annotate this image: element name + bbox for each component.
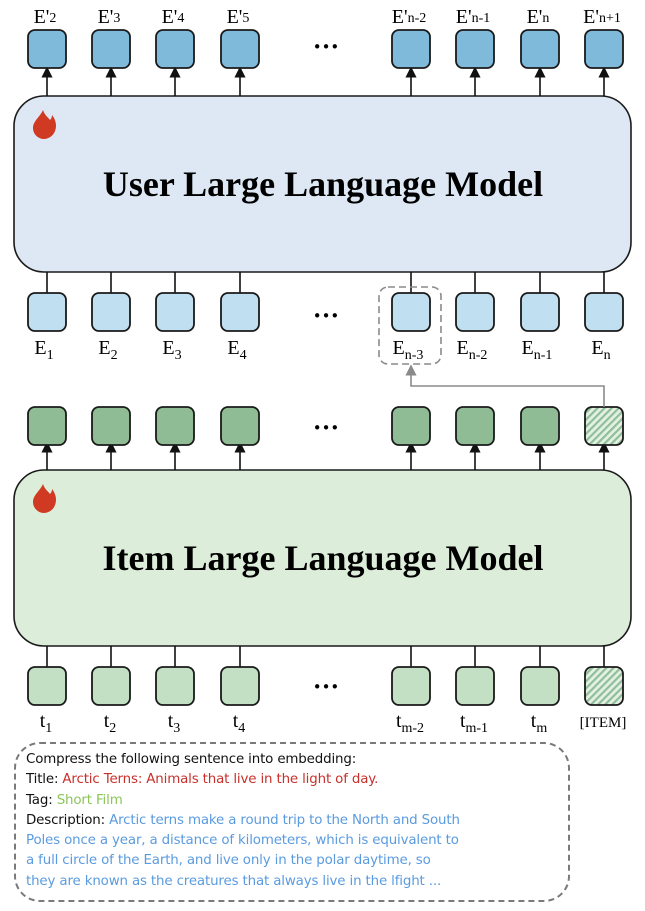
highlight-dashed-box: [378, 286, 442, 365]
item-input-token-box: [520, 666, 560, 706]
ellipsis-item-outputs: •••: [313, 419, 340, 437]
user-output-embedding-box: [584, 29, 624, 69]
item-output-hidden-box: [155, 406, 195, 446]
user-output-label: E'n-2: [392, 6, 427, 28]
description-line: a full circle of the Earth, and live onl…: [26, 853, 431, 869]
item-input-label: t4: [233, 710, 246, 736]
item-llm-title: Item Large Language Model: [103, 538, 544, 578]
user-output-embedding-box: [155, 29, 195, 69]
prompt-description-line: Description: Arctic terns make a round t…: [26, 811, 568, 831]
user-input-embedding-box: [584, 292, 624, 332]
user-output-label: E'n: [527, 6, 550, 28]
description-label: Description:: [26, 812, 110, 828]
item-input-label: t2: [104, 710, 117, 736]
user-input-label: En-3: [393, 337, 424, 363]
user-output-embedding-box: [27, 29, 67, 69]
user-output-label: E'5: [227, 6, 250, 28]
user-input-label: En-1: [522, 337, 553, 363]
user-input-label: En-2: [457, 337, 488, 363]
item-input-label: tm-2: [396, 710, 424, 736]
item-input-label: t3: [168, 710, 181, 736]
token-layer: E'2 E'3 E'4 E'5 E'n-2 E'n-1 E'n E'n+1E1 E2 E3 E4 En…: [27, 6, 627, 736]
flame-icon: [33, 484, 56, 513]
ellipsis-item-inputs: •••: [313, 678, 340, 696]
description-line: Arctic terns make a round trip to the No…: [109, 812, 460, 828]
item-special-token-box: [584, 666, 624, 706]
user-input-embedding-box: [155, 292, 195, 332]
user-output-embedding-box: [91, 29, 131, 69]
item-prompt-box: Compress the following sentence into emb…: [14, 742, 570, 902]
item-llm-block: Item Large Language Model: [13, 469, 632, 647]
item-output-hidden-box: [91, 406, 131, 446]
item-output-hidden-box: [27, 406, 67, 446]
item-llm-box: [13, 469, 632, 647]
user-input-embedding-box: [27, 292, 67, 332]
user-output-label: E'2: [34, 6, 57, 28]
user-input-label: En: [591, 337, 610, 363]
item-input-token-box: [455, 666, 495, 706]
user-input-embedding-box: [520, 292, 560, 332]
item-input-token-box: [155, 666, 195, 706]
flame-icon: [33, 110, 56, 139]
item-output-hidden-box: [220, 406, 260, 446]
user-output-label: E'n+1: [583, 6, 621, 28]
user-llm-block: User Large Language Model: [13, 95, 632, 273]
user-input-embedding-box: [391, 292, 431, 332]
user-output-embedding-box: [391, 29, 431, 69]
description-line: Poles once a year, a distance of kilomet…: [26, 833, 459, 849]
tag-label: Tag:: [26, 792, 57, 808]
user-llm-title: User Large Language Model: [103, 164, 543, 204]
prompt-tag-line: Tag: Short Film: [26, 791, 568, 811]
user-output-label: E'n-1: [456, 6, 491, 28]
user-output-label: E'3: [98, 6, 121, 28]
prompt-title-line: Title: Arctic Terns: Animals that live i…: [26, 770, 568, 790]
item-output-hidden-box: [455, 406, 495, 446]
title-label: Title:: [26, 772, 63, 788]
user-output-embedding-box: [220, 29, 260, 69]
description-line: they are known as the creatures that alw…: [26, 873, 442, 889]
user-input-embedding-box: [220, 292, 260, 332]
title-value: Arctic Terns: Animals that live in the l…: [62, 772, 379, 788]
user-output-embedding-box: [455, 29, 495, 69]
user-input-label: E4: [227, 337, 246, 363]
item-input-label: tm: [531, 710, 548, 736]
item-input-token-box: [220, 666, 260, 706]
item-embedding-connector-arrow: [405, 364, 605, 407]
user-llm-box: [13, 95, 632, 273]
user-input-embedding-box: [455, 292, 495, 332]
user-input-label: E1: [34, 337, 53, 363]
item-input-label: tm-1: [460, 710, 488, 736]
item-output-hidden-box: [391, 406, 431, 446]
item-special-token-label: [ITEM]: [580, 715, 627, 731]
user-input-label: E3: [162, 337, 181, 363]
user-output-label: E'4: [162, 6, 185, 28]
tag-value: Short Film: [56, 792, 123, 808]
item-input-token-box: [391, 666, 431, 706]
item-token-output-box: [584, 406, 624, 446]
user-output-embedding-box: [520, 29, 560, 69]
item-input-token-box: [27, 666, 67, 706]
user-input-label: E2: [98, 337, 117, 363]
ellipsis-user-outputs: •••: [313, 38, 340, 56]
item-input-label: t1: [40, 710, 53, 736]
user-input-embedding-box: [91, 292, 131, 332]
ellipsis-user-inputs: •••: [313, 307, 340, 325]
item-input-token-box: [91, 666, 131, 706]
item-output-hidden-box: [520, 406, 560, 446]
prompt-instruction: Compress the following sentence into emb…: [26, 750, 568, 770]
instruction-text: Compress the following sentence into emb…: [26, 752, 357, 767]
